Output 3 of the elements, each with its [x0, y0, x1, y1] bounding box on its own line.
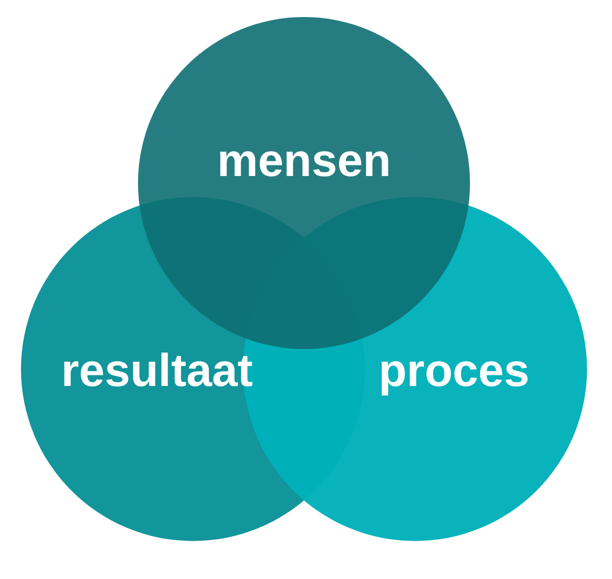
circle-label: resultaat — [61, 343, 253, 397]
circle-label: mensen — [217, 133, 391, 187]
circle-label: proces — [378, 343, 530, 397]
